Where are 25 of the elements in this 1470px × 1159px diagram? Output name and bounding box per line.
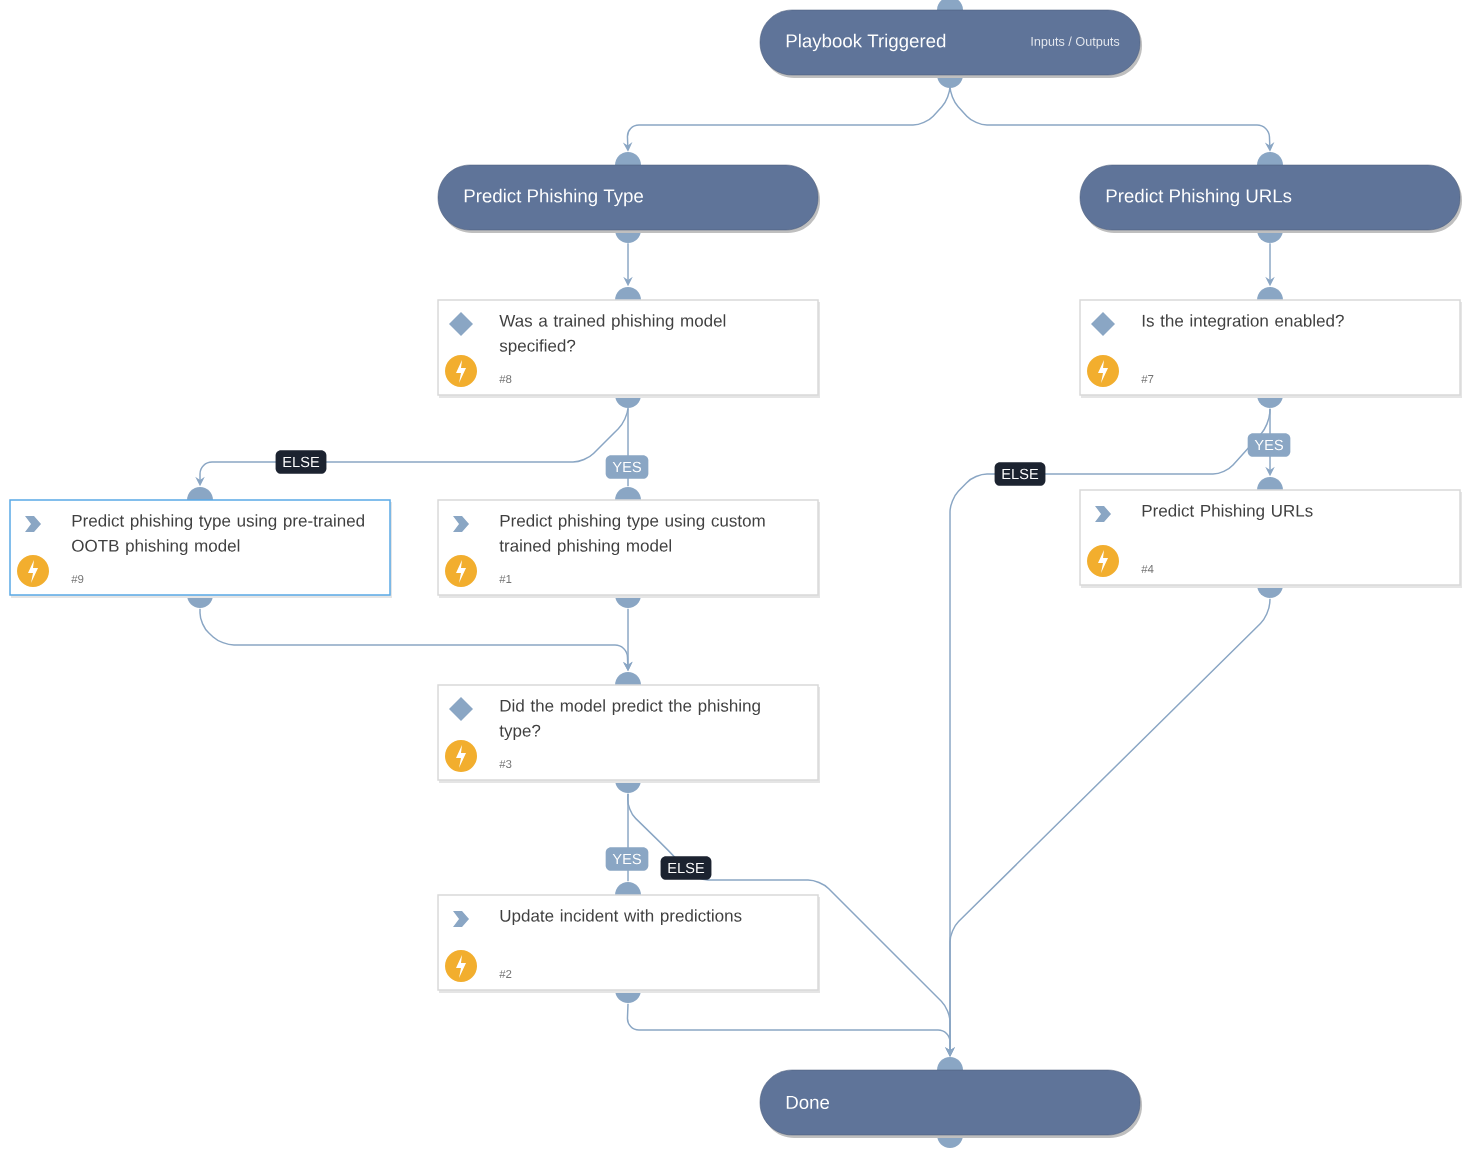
- task-title: Did the model predict the phishing type?: [499, 699, 760, 741]
- task-title: Is the integration enabled?: [1142, 314, 1344, 331]
- edge-label: ELSE: [660, 856, 712, 880]
- edge-label: ELSE: [275, 450, 327, 474]
- task-title: Was a trained phishing model specified?: [499, 314, 726, 356]
- task-number: #8: [499, 375, 512, 383]
- edge-label: ELSE: [994, 462, 1046, 486]
- edge-label: YES: [605, 455, 649, 479]
- node-title: Playbook Triggered: [786, 33, 946, 52]
- node-title: Done: [786, 1096, 830, 1109]
- task-number: #2: [499, 970, 512, 978]
- task-title: Predict phishing type using pre-trained OOTB phishing model: [72, 514, 364, 556]
- node-title: Predict Phishing Type: [464, 188, 643, 207]
- task-number: #9: [71, 575, 84, 583]
- edge-label: YES: [1247, 433, 1291, 457]
- task-number: #7: [1141, 375, 1154, 383]
- task-number: #1: [499, 575, 512, 583]
- task-title: Predict Phishing URLs: [1142, 504, 1313, 521]
- task-number: #3: [499, 760, 512, 768]
- link-text: Inputs / Outputs: [1031, 36, 1120, 49]
- edge-label: YES: [605, 847, 649, 871]
- task-title: Update incident with predictions: [500, 909, 742, 926]
- task-title: Predict phishing type using custom trained phishing model: [499, 514, 765, 556]
- node-title: Predict Phishing URLs: [1106, 188, 1292, 207]
- task-number: #4: [1141, 565, 1154, 573]
